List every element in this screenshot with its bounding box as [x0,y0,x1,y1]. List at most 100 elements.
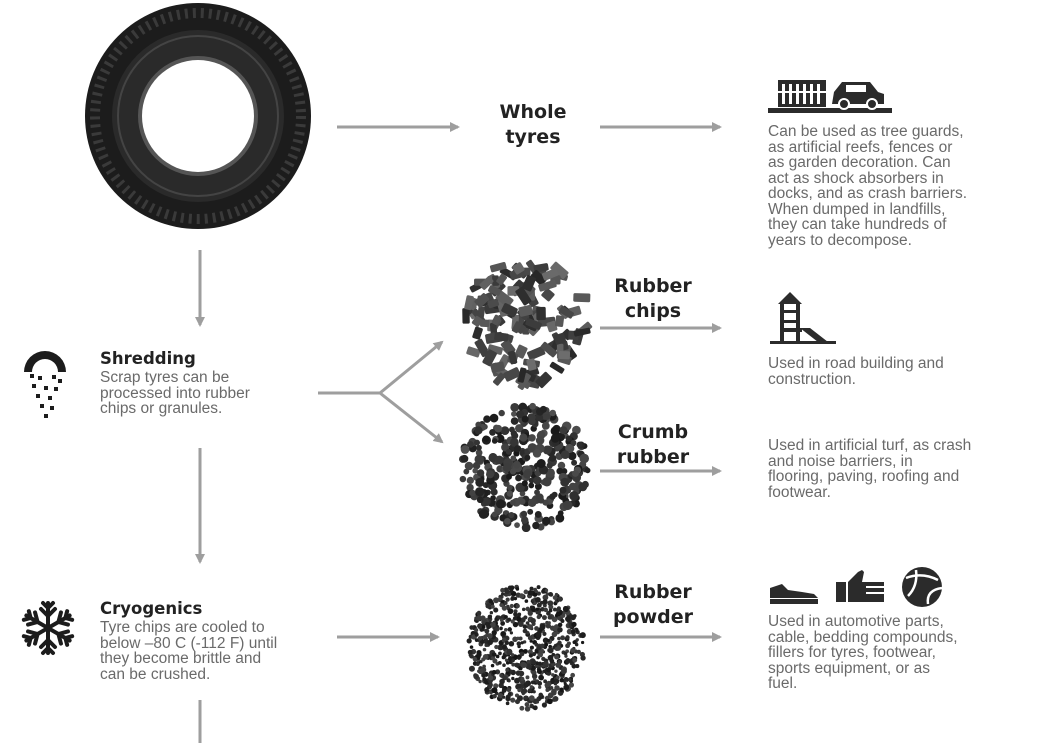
powder-particle [563,676,569,682]
crumb-granule [478,509,489,519]
powder-particle [477,624,483,629]
powder-particle [541,615,547,621]
crumb-granule [538,430,546,438]
powder-particle [517,688,522,693]
powder-particle [488,675,494,681]
powder-particle [549,658,555,664]
crumb-granule [524,454,531,461]
thumbs-up-icon [836,570,884,602]
powder-particle [516,641,522,647]
powder-particle [524,599,529,603]
crumb-granule [560,477,570,487]
powder-particle [543,679,548,684]
cryogenics-title: Cryogenics [100,599,203,618]
powder-particle [552,607,557,612]
powder-particle [553,681,558,686]
powder-particle [559,687,564,692]
powder-particle [507,679,511,683]
whole-tyres-description: Can be used as tree guards, as artificia… [768,123,968,249]
crumb-granule [509,499,516,506]
crumb-granule [579,453,590,464]
powder-particle [490,663,495,668]
ball-icon [902,567,943,607]
rubber-chip [558,351,571,360]
powder-particle [488,599,493,604]
crumb-granule [571,459,578,466]
powder-particle [534,664,539,669]
crumb-granule [516,410,524,419]
crumb-granule [464,461,474,471]
powder-particle [530,618,536,624]
powder-particle [482,625,486,629]
crumb-granule [521,516,529,524]
powder-particle [509,631,514,635]
powder-particle [491,652,496,657]
powder-particle [477,636,483,641]
crumb-granule [533,476,542,485]
powder-particle [505,696,511,702]
powder-particle [538,685,542,689]
powder-particle [527,635,533,641]
powder-particle [499,673,504,678]
powder-particle [520,641,524,645]
crumb-granule [521,415,529,423]
powder-particle [557,622,563,628]
powder-particle [566,628,573,635]
rubber-chip [553,332,567,345]
powder-particle [507,617,512,622]
powder-particle [551,697,557,702]
crumb-granule [528,477,535,484]
rubber-chip [530,269,547,286]
powder-particle [505,668,510,672]
powder-particle [527,649,533,655]
rubber-chip [495,290,514,308]
rubber-chip [554,315,565,328]
crumb-granule [556,467,564,475]
powder-particle [570,629,576,635]
powder-particle [552,595,558,600]
powder-particle [497,692,504,699]
powder-particle [502,695,506,699]
powder-particle [504,640,510,646]
crumb-granule [504,517,511,525]
powder-particle [474,628,479,633]
powder-particle [510,697,516,703]
powder-particle [567,677,572,682]
powder-particle [475,661,480,667]
crumb-granule [476,444,482,451]
rubber-chip [480,319,490,328]
powder-particle [518,670,525,677]
powder-particle [474,632,479,637]
powder-particle [563,684,570,691]
powder-particle [493,597,500,604]
rubber-chip [522,274,537,292]
powder-particle [536,602,542,608]
powder-particle [472,656,478,662]
powder-particle [497,644,504,651]
powder-particle [542,599,548,605]
powder-particle [536,585,541,590]
powder-particle [513,609,518,614]
crumb-granule [510,455,517,462]
rubber-chip [496,273,507,286]
rubber-chip [511,321,522,334]
crumb-granule [578,482,588,492]
powder-particle [524,702,530,707]
powder-particle [546,611,551,616]
powder-particle [507,691,512,696]
powder-particle [522,628,528,634]
powder-particle [529,586,534,591]
powder-particle [509,669,513,673]
rubber-chip [541,268,559,281]
rubber-chip [488,285,502,296]
powder-particle [509,603,514,609]
crumb-granule [475,449,483,457]
powder-particle [574,642,579,647]
powder-particle [565,635,570,640]
powder-particle [501,688,507,693]
powder-particle [511,662,516,667]
powder-particle [545,623,552,629]
powder-particle [555,662,561,668]
powder-particle [551,690,557,696]
